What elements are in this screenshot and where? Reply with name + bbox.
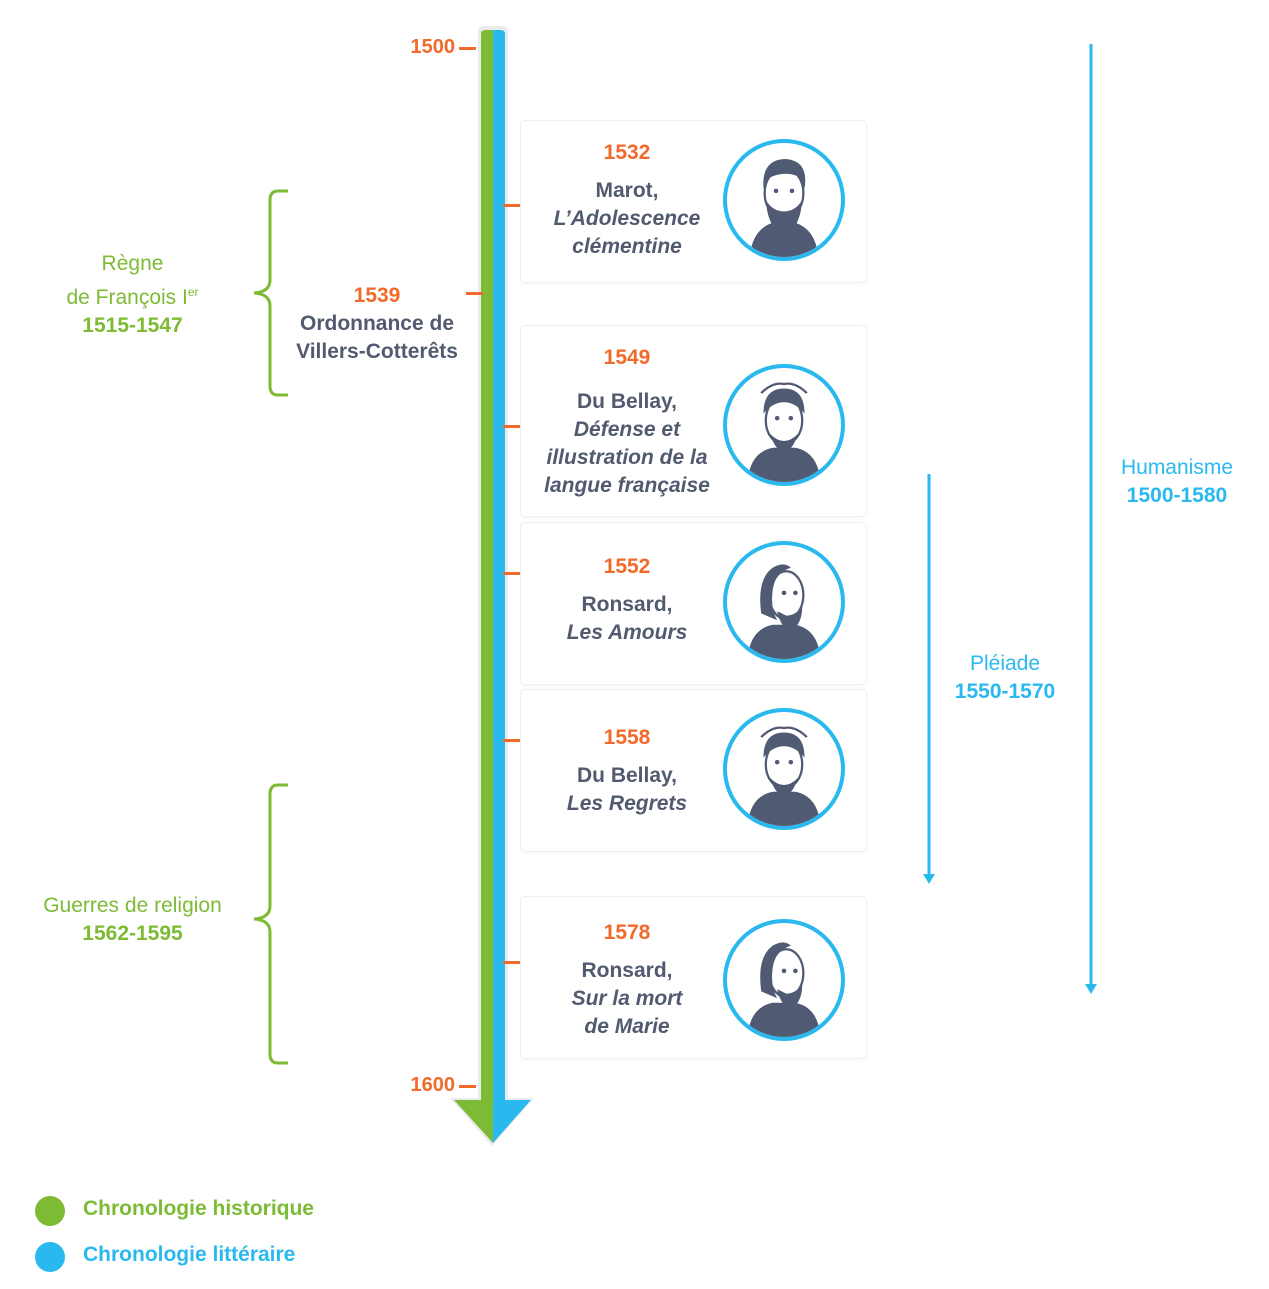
reign-years: 1515-1547 [82, 314, 183, 337]
event-year: 1578 [603, 921, 651, 944]
event-work-line: Les Amours [566, 621, 688, 644]
event-text: 1558 Du Bellay, Les Regrets [521, 724, 733, 818]
event-author: Du Bellay, [577, 764, 677, 787]
historical-event-line2: Villers-Cotterêts [296, 340, 458, 363]
event-work-line: de Marie [584, 1015, 670, 1038]
reign-label-line2: de François Ier [40, 278, 225, 312]
wars-label: Guerres de religion [43, 894, 222, 917]
event-card-1532: 1532 Marot, L’Adolescence clémentine [520, 120, 867, 283]
reign-superscript: er [187, 285, 199, 299]
literary-axis [493, 30, 531, 1143]
legend-dot-historical [35, 1196, 65, 1226]
pleiade-arrow [923, 474, 935, 884]
event-card-1578: 1578 Ronsard, Sur la mort de Marie [520, 896, 867, 1059]
historical-event-line1: Ordonnance de [299, 312, 455, 335]
event-year: 1552 [603, 555, 651, 578]
axis-end-tick [459, 1085, 476, 1088]
wars-period: Guerres de religion 1562-1595 [10, 892, 255, 948]
tick-1549 [503, 425, 520, 428]
axis-end-label: 1600 [410, 1074, 456, 1096]
event-year: 1532 [603, 141, 651, 164]
event-work-line: langue française [544, 474, 710, 497]
event-work-line: Sur la mort [571, 987, 683, 1010]
ronsard-portrait-icon [723, 541, 845, 663]
event-card-1549: 1549 Du Bellay, Défense et illustration … [520, 325, 867, 517]
historical-axis [454, 30, 493, 1143]
event-author: Ronsard, [581, 959, 673, 982]
event-card-1558: 1558 Du Bellay, Les Regrets [520, 689, 867, 852]
legend-dot-literary [35, 1242, 65, 1272]
historical-event: 1539 Ordonnance de Villers-Cotterêts [277, 282, 477, 366]
legend-label-historical: Chronologie historique [83, 1197, 314, 1220]
reign-period: Règne de François Ier 1515-1547 [40, 250, 225, 340]
humanisme-years: 1500-1580 [1126, 484, 1228, 507]
reign-label-line1: Règne [101, 252, 164, 275]
event-author: Du Bellay, [577, 390, 677, 413]
axis-start-label: 1500 [410, 36, 456, 58]
pleiade-name: Pléiade [969, 652, 1041, 675]
du-bellay-portrait-icon [723, 364, 845, 486]
du-bellay-portrait-icon [723, 708, 845, 830]
event-work-line: clémentine [572, 235, 682, 258]
brace-wars [253, 783, 288, 1065]
axis-start-tick [459, 47, 476, 50]
humanisme-name: Humanisme [1120, 456, 1234, 479]
tick-1552 [503, 572, 520, 575]
tick-1532 [503, 204, 520, 207]
event-author: Marot, [595, 179, 659, 202]
humanisme-movement: Humanisme 1500-1580 [1095, 454, 1259, 510]
event-year: 1549 [603, 346, 651, 369]
event-work-line: Les Regrets [566, 792, 688, 815]
event-work-line: Défense et [573, 418, 681, 441]
event-work-line: L’Adolescence [553, 207, 701, 230]
ronsard-portrait-icon [723, 919, 845, 1041]
wars-years: 1562-1595 [82, 922, 183, 945]
legend-label-literary: Chronologie littéraire [83, 1243, 296, 1266]
event-text: 1552 Ronsard, Les Amours [521, 553, 733, 647]
event-author: Ronsard, [581, 593, 673, 616]
pleiade-movement: Pléiade 1550-1570 [930, 650, 1080, 706]
brace-reign [253, 189, 288, 397]
marot-portrait-icon [723, 139, 845, 261]
timeline-axis [450, 26, 534, 1146]
event-year: 1558 [603, 726, 651, 749]
tick-1558 [503, 739, 520, 742]
event-text: 1578 Ronsard, Sur la mort de Marie [521, 919, 733, 1041]
event-card-1552: 1552 Ronsard, Les Amours [520, 522, 867, 685]
pleiade-years: 1550-1570 [954, 680, 1056, 703]
event-work-line: illustration de la [546, 446, 708, 469]
humanisme-arrow [1085, 44, 1097, 994]
event-text: 1532 Marot, L’Adolescence clémentine [521, 139, 733, 261]
event-text: 1549 Du Bellay, Défense et illustration … [521, 344, 733, 500]
historical-event-year: 1539 [353, 284, 401, 307]
tick-1539 [466, 292, 483, 295]
reign-king-name: de François I [66, 286, 188, 309]
tick-1578 [503, 961, 520, 964]
